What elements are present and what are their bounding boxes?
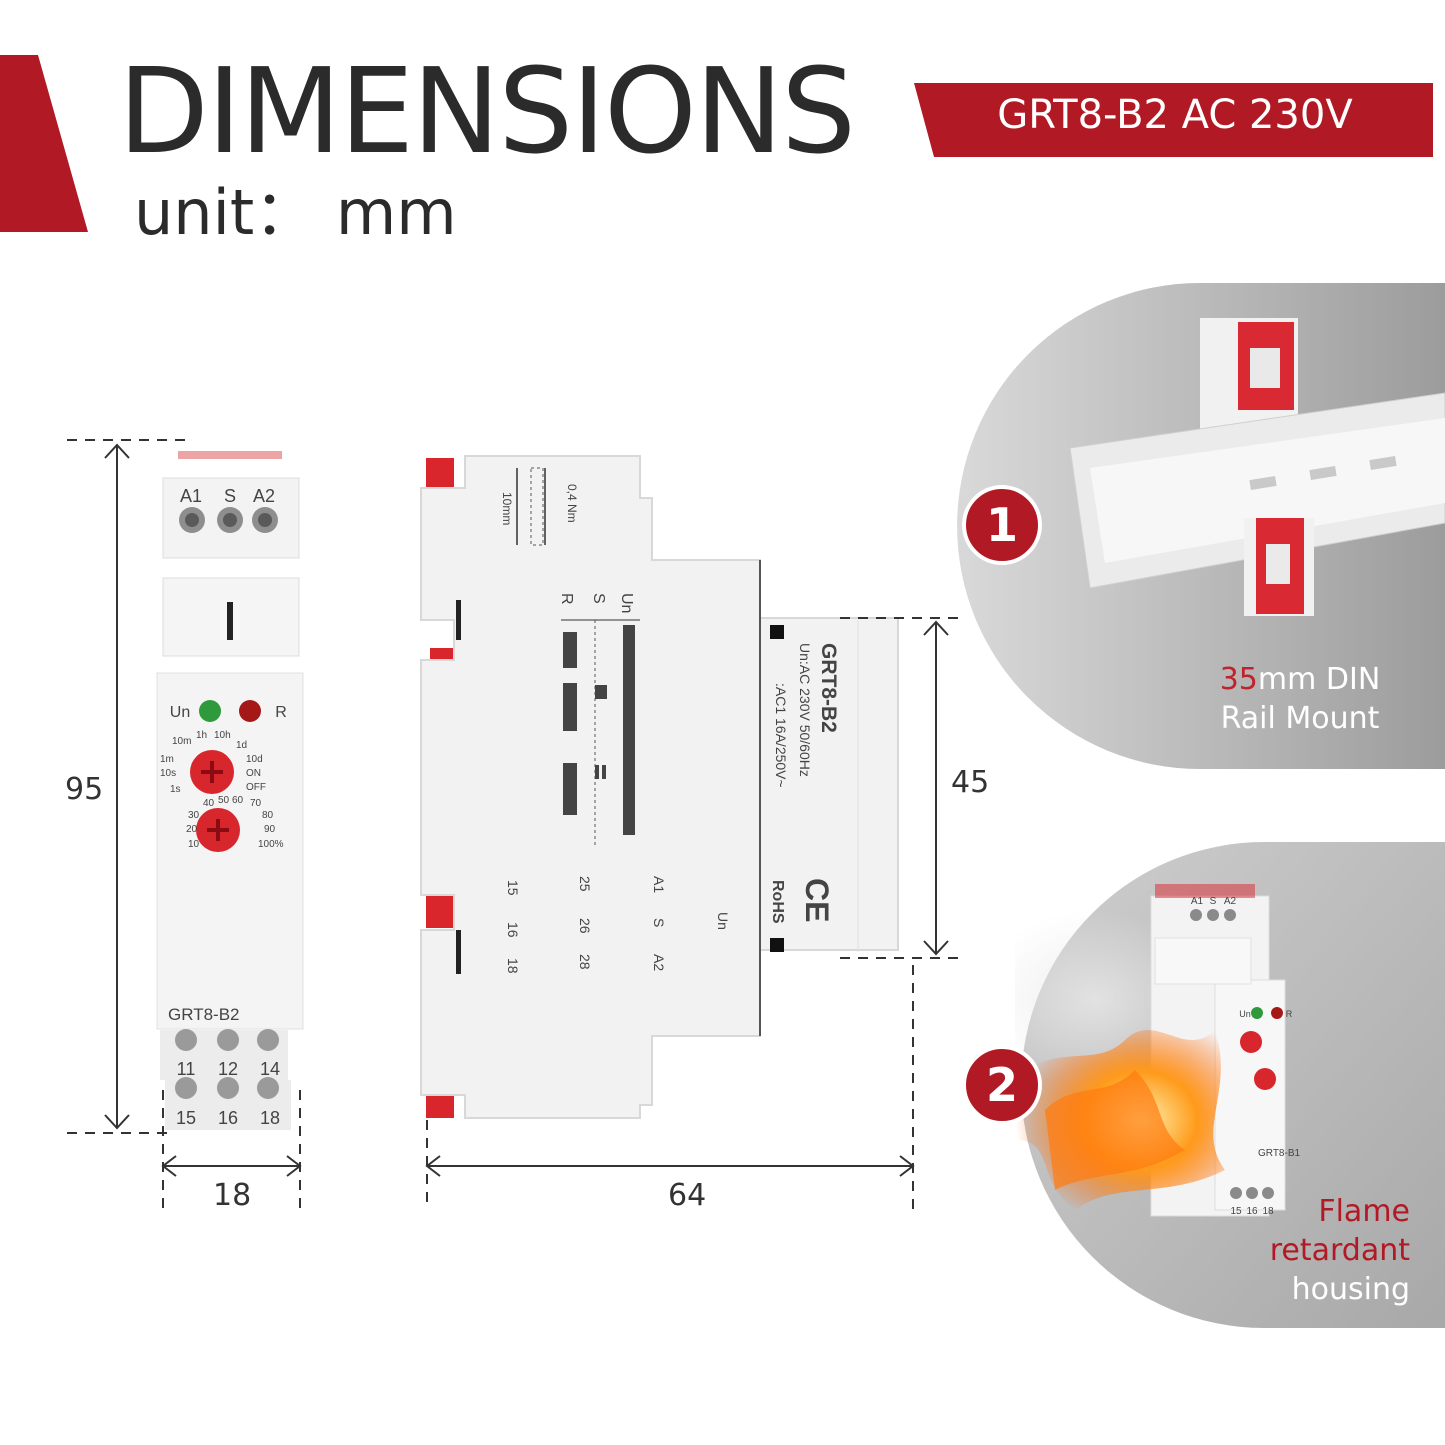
dial2-label-4: 80: [262, 810, 274, 821]
feature2-terminal-s: S: [1210, 896, 1217, 907]
side-torque: 0,4 Nm: [565, 484, 579, 523]
left-red-accent: [0, 55, 88, 232]
feature-1-badge: 1: [962, 485, 1042, 565]
dial2-label-5: 90: [264, 824, 276, 835]
front-indicator-un: Un: [170, 704, 190, 721]
front-bottom-row2-2: 18: [260, 1108, 280, 1128]
model-banner: GRT8-B2 AC 230V: [997, 92, 1353, 138]
feature-1-caption: 35mm DIN Rail Mount: [1185, 660, 1415, 738]
dial2-label-6: 100%: [258, 839, 284, 850]
side-strip-length: 10mm: [500, 492, 514, 525]
side-ce: CE: [799, 878, 835, 922]
dial1-label-7: 1m: [160, 754, 174, 765]
feature-1-line1-rest: mm DIN: [1257, 662, 1381, 697]
side-wiring-labels: 15 16 18 25 26 28 A1S A2 Un: [505, 876, 731, 974]
front-indicator-r: R: [275, 704, 287, 721]
dial2-label-3: 70: [250, 798, 262, 809]
header-decor: [0, 55, 1433, 232]
side-rating1: Un:AC 230V 50/60Hz: [797, 643, 813, 777]
depth-dimension-label: 64: [668, 1178, 707, 1213]
side-diagram-s: S: [590, 593, 607, 604]
feature2-indicator-r: R: [1286, 1009, 1293, 1019]
feature-2-line2: retardant: [1269, 1233, 1410, 1268]
feature-1-line2: Rail Mount: [1220, 701, 1380, 736]
feature2-bottom-18: 18: [1262, 1206, 1274, 1217]
side-wiring-label-7: S: [651, 918, 667, 927]
feature-1-highlight: 35: [1219, 662, 1258, 697]
dial2-label-8: 20: [186, 824, 198, 835]
side-wiring-label-2: 18: [505, 958, 521, 974]
model-banner-bg: [914, 83, 1433, 157]
dial1-label-0: 10m: [172, 736, 191, 747]
dial2-label-1: 50: [218, 795, 230, 806]
front-bottom-row1: 11 12 14: [177, 1059, 280, 1079]
page-title: DIMENSIONS: [118, 42, 856, 180]
side-wiring-label-1: 16: [505, 922, 521, 938]
feature2-terminal-a2: A2: [1224, 896, 1237, 907]
front-bottom-row1-1: 12: [218, 1059, 238, 1079]
side-wiring-label-4: 26: [577, 918, 593, 934]
front-bottom-row2: 15 16 18: [176, 1108, 280, 1128]
side-view-diagram: 0,4 Nm 10mm R S Un GRT8-B2 Un:AC 230V 50…: [420, 455, 965, 1210]
din-rail-image: [1069, 318, 1445, 616]
dial2-label-9: 10: [188, 839, 200, 850]
dial1-label-6: OFF: [246, 782, 266, 793]
dial1-label-5: ON: [246, 768, 261, 779]
front-terminal-a2: A2: [253, 486, 275, 506]
dial2-label-7: 30: [188, 810, 200, 821]
flame-relay-image: A1 S A2 Un R GRT8-B1 15 16 18: [1015, 884, 1300, 1217]
feature-2-caption: Flame retardant housing: [1180, 1192, 1410, 1309]
side-diagram-un: Un: [618, 593, 635, 613]
front-bottom-row2-0: 15: [176, 1108, 196, 1128]
feature2-model: GRT8-B1: [1258, 1148, 1300, 1159]
front-model-label: GRT8-B2: [168, 1005, 240, 1024]
dial1-label-4: 10d: [246, 754, 263, 765]
feature2-terminal-a1: A1: [1191, 896, 1204, 907]
front-terminal-s: S: [224, 486, 236, 506]
feature-2-line1: Flame: [1318, 1194, 1410, 1229]
front-bottom-row2-1: 16: [218, 1108, 238, 1128]
width-dimension-label: 18: [213, 1178, 252, 1213]
side-model: GRT8-B2: [817, 643, 840, 733]
side-rohs: RoHS: [769, 880, 786, 924]
feature2-bottom-16: 16: [1246, 1206, 1258, 1217]
side-wiring-label-6: A1: [651, 876, 667, 893]
dial1-label-3: 1d: [236, 740, 247, 751]
feature-2-badge: 2: [962, 1045, 1042, 1125]
side-diagram-r: R: [558, 593, 575, 605]
side-wiring-label-9: Un: [715, 912, 731, 930]
unit-label: unit： mm: [134, 176, 457, 249]
front-bottom-row1-0: 11: [177, 1059, 196, 1079]
dial1-label-1: 1h: [196, 730, 207, 741]
height-dimension-label: 95: [65, 772, 104, 807]
feature2-indicator-un: Un: [1239, 1009, 1251, 1019]
side-wiring-label-5: 28: [577, 954, 593, 970]
dial1-label-2: 10h: [214, 730, 231, 741]
dial1-label-9: 1s: [170, 784, 181, 795]
side-wiring-label-8: A2: [651, 954, 667, 971]
feature-2-line3: housing: [1291, 1272, 1410, 1307]
side-wiring-label-0: 15: [505, 880, 521, 896]
side-rating2: :AC1 16A/250V~: [773, 683, 789, 788]
side-wiring-label-3: 25: [577, 876, 593, 892]
dial1-label-8: 10s: [160, 768, 176, 779]
front-terminal-a1: A1: [180, 486, 202, 506]
dial2-label-2: 60: [232, 795, 244, 806]
front-bottom-row1-2: 14: [260, 1059, 280, 1079]
dial2-label-0: 40: [203, 798, 215, 809]
front-height-dimension-label: 45: [951, 765, 990, 800]
feature2-bottom-15: 15: [1230, 1206, 1242, 1217]
